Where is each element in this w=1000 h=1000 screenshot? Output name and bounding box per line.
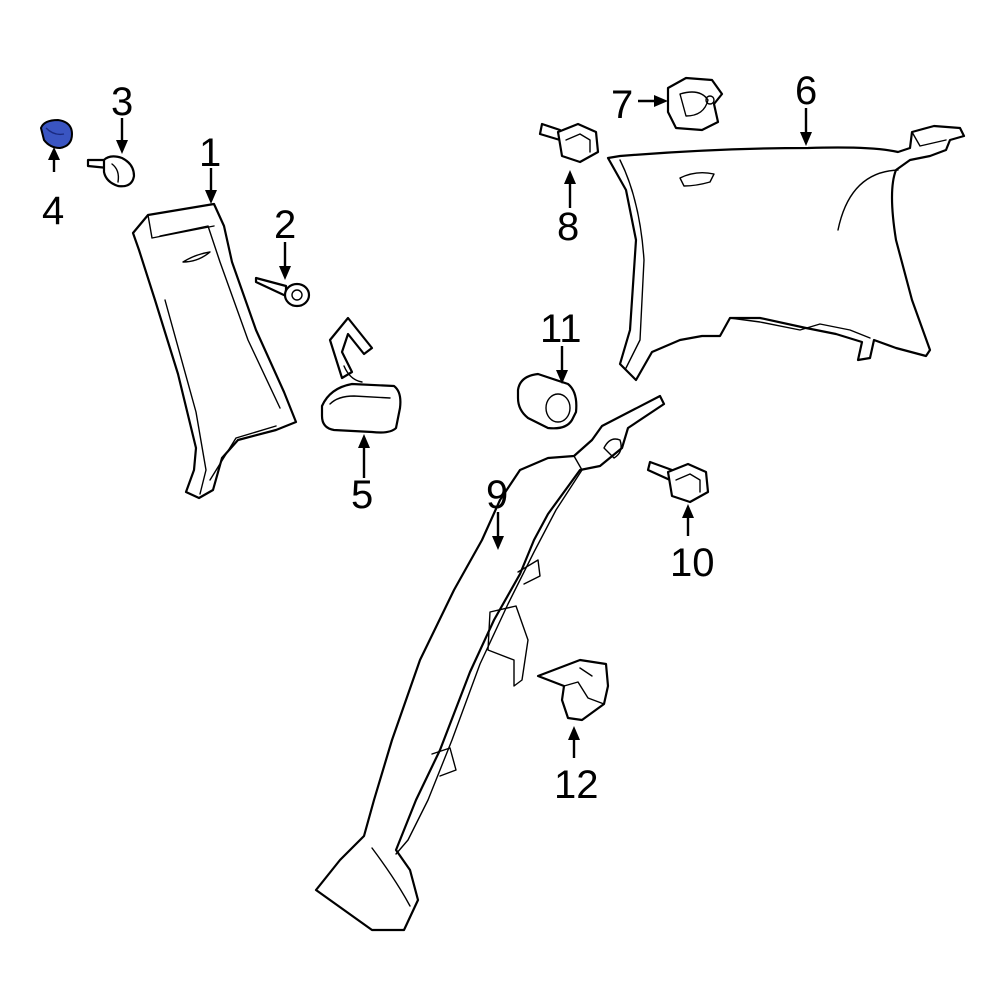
part-3-push-clip[interactable] <box>86 155 136 188</box>
arrow-5-head <box>358 434 370 448</box>
callout-9: 9 <box>486 473 508 517</box>
callout-5: 5 <box>351 473 373 517</box>
callout-7: 7 <box>611 83 633 127</box>
callout-11: 11 <box>540 307 582 351</box>
callout-2: 2 <box>274 203 296 247</box>
part-7-bracket[interactable] <box>666 76 724 132</box>
arrow-11-head <box>556 370 568 384</box>
callout-1: 1 <box>199 131 221 175</box>
callout-12: 12 <box>554 763 599 807</box>
part-11-bushing[interactable] <box>516 372 578 430</box>
part-10-bolt[interactable] <box>646 460 710 504</box>
arrow-12-head <box>568 726 580 740</box>
callout-8: 8 <box>557 205 579 249</box>
arrow-2-head <box>279 266 291 280</box>
arrow-9-head <box>492 536 504 550</box>
callout-4: 4 <box>42 189 64 233</box>
arrow-7-head <box>654 95 668 107</box>
arrow-3-head <box>116 140 128 154</box>
arrow-8-head <box>564 170 576 184</box>
part-12-clip[interactable] <box>536 658 610 722</box>
part-5-handle[interactable] <box>320 316 402 434</box>
part-6-quarter-trim[interactable] <box>606 124 966 382</box>
callout-6: 6 <box>795 69 817 113</box>
part-2-screw[interactable] <box>254 276 311 308</box>
arrow-10-head <box>682 504 694 518</box>
arrow-4-head <box>48 147 60 160</box>
part-8-bolt[interactable] <box>538 122 600 164</box>
arrow-1-head <box>205 190 217 204</box>
part-9-pillar-trim[interactable] <box>314 394 666 932</box>
part-4-cap-highlighted[interactable] <box>39 118 74 150</box>
arrow-6-head <box>800 132 812 146</box>
callout-10: 10 <box>670 541 715 585</box>
part-1-pillar-trim[interactable] <box>131 202 298 500</box>
callout-3: 3 <box>111 80 133 124</box>
